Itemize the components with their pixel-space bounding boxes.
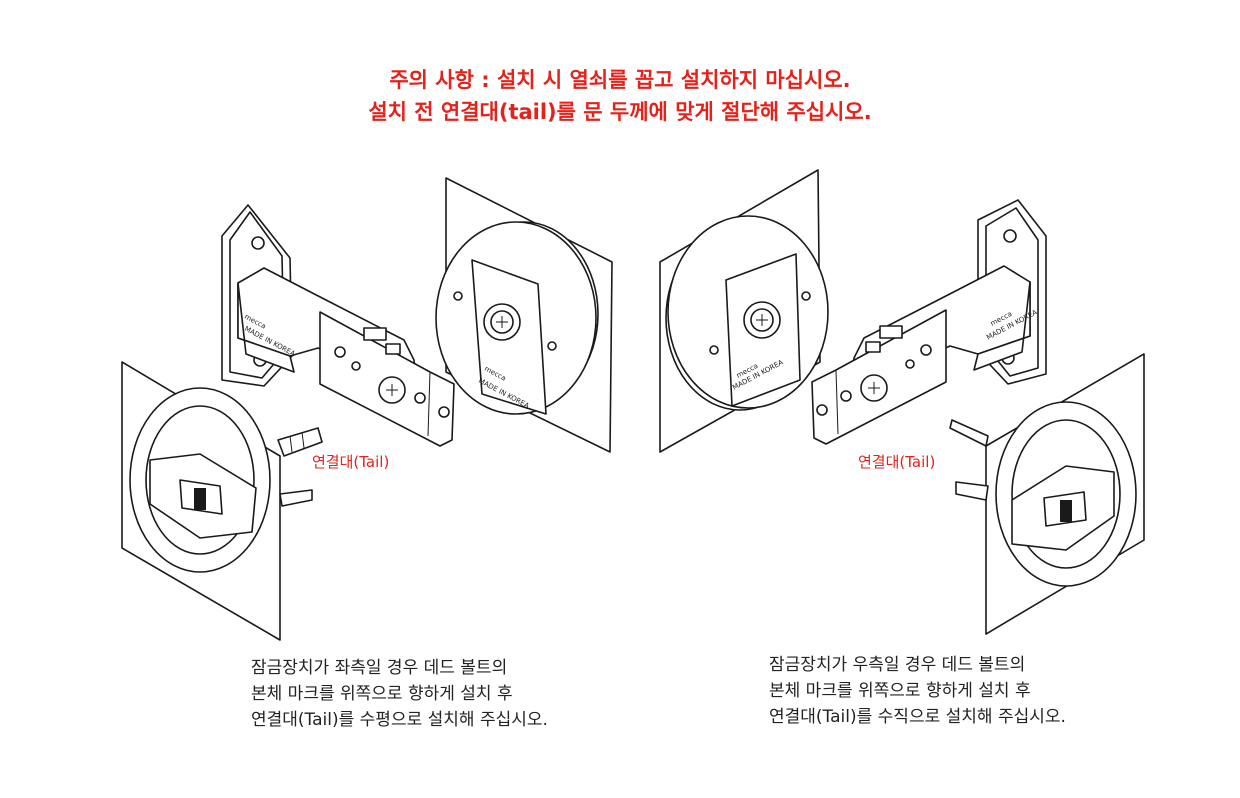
right-deadbolt-body: mecca MADE IN KOREA [811,199,1047,445]
right-strike-plate: mecca MADE IN KOREA [659,169,829,453]
left-thumbturn [121,361,323,641]
right-thumbturn [949,353,1145,635]
instruction-left-line-2: 본체 마크를 위쪽으로 향하게 설치 후 [251,684,513,704]
left-deadbolt-body: mecca MADE IN KOREA [221,204,455,447]
instruction-left-line-1: 잠금장치가 좌측일 경우 데드 볼트의 [251,658,508,678]
instruction-right-line-3: 연결대(Tail)를 수직으로 설치해 주십시오. [769,707,1066,727]
tail-label-right: 연결대(Tail) [858,453,936,471]
warning-line-1: 주의 사항 : 설치 시 열쇠를 꼽고 설치하지 마십시오. [389,68,851,92]
instructions-left: 잠금장치가 좌측일 경우 데드 볼트의 본체 마크를 위쪽으로 향하게 설치 후… [251,655,548,733]
tail-label-left: 연결대(Tail) [312,453,390,471]
left-strike-plate: mecca MADE IN KOREA [435,177,613,453]
instructions-right: 잠금장치가 우측일 경우 데드 볼트의 본체 마크를 위쪽으로 향하게 설치 후… [769,652,1066,730]
instruction-right-line-2: 본체 마크를 위쪽으로 향하게 설치 후 [769,681,1031,701]
instruction-right-line-1: 잠금장치가 우측일 경우 데드 볼트의 [769,655,1026,675]
instruction-left-line-3: 연결대(Tail)를 수평으로 설치해 주십시오. [251,710,548,730]
warning-line-2: 설치 전 연결대(tail)를 문 두께에 맞게 절단해 주십시오. [368,100,872,124]
